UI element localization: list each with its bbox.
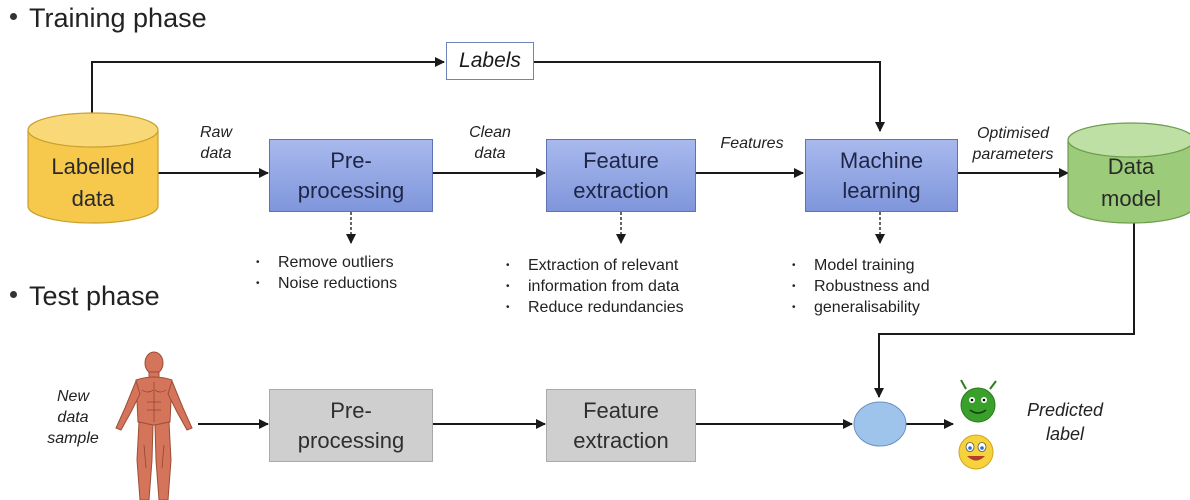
test-phase-heading: Test phase xyxy=(10,281,160,312)
training-phase-heading: Training phase xyxy=(10,3,207,34)
features-label: Features xyxy=(720,135,784,152)
note-item: Extraction of relevant xyxy=(504,255,684,276)
note-item: Noise reductions xyxy=(254,273,397,294)
note-item: information from data xyxy=(504,276,684,297)
bullet-dot xyxy=(10,13,17,21)
labels-arrow-out xyxy=(533,61,885,132)
note-item: Model training xyxy=(790,255,930,276)
labels-arrow-in xyxy=(91,57,445,120)
labels-box: Labels xyxy=(446,42,534,80)
classifier-node xyxy=(853,401,907,447)
bullet-dot xyxy=(10,291,17,299)
human-body-icon xyxy=(115,351,193,500)
note-item: Robustness and xyxy=(790,276,930,297)
test-preprocessing-box: Pre-processing xyxy=(269,389,433,462)
feature-extraction-notes: Extraction of relevant information from … xyxy=(504,255,684,318)
machine-learning-notes: Model training Robustness and generalisa… xyxy=(790,255,930,318)
note-item: generalisability xyxy=(790,297,930,318)
data-model-cylinder xyxy=(1067,122,1190,224)
yellow-smiley-icon xyxy=(958,434,994,470)
note-item: Reduce redundancies xyxy=(504,297,684,318)
preprocessing-box: Pre-processing xyxy=(269,139,433,212)
green-smiley-icon xyxy=(960,379,997,423)
preprocessing-notes: Remove outliers Noise reductions xyxy=(254,252,397,294)
note-item: Remove outliers xyxy=(254,252,397,273)
labelled-data-cylinder xyxy=(27,112,159,224)
model-to-classifier-arrow xyxy=(874,222,1135,398)
